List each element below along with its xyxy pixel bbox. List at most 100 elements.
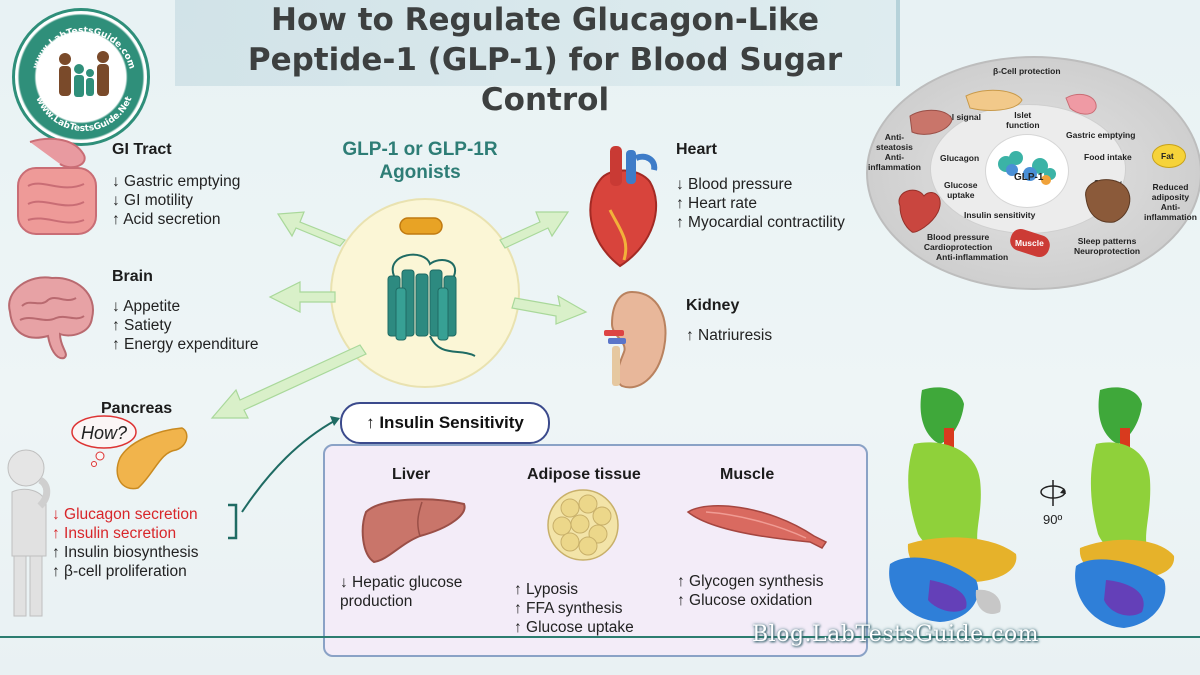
heart-title: Heart: [676, 141, 717, 158]
adipose-effect-3: ↑ Glucose uptake: [514, 619, 634, 636]
kidney-effect-1: ↑ Natriuresis: [686, 327, 773, 344]
liver-title: Liver: [392, 466, 431, 483]
overview-insulin-sensitivity: Insulin sensitivity: [964, 210, 1036, 220]
heart-effect-3: ↑ Myocardial contractility: [676, 214, 845, 231]
footer-line: [0, 636, 1200, 638]
pancreas-effects: ↓ Glucagon secretion ↑ Insulin secretion…: [52, 505, 198, 581]
gi-tract-effects: ↓ Gastric emptying ↓ GI motility ↑ Acid …: [112, 172, 240, 229]
overview-anti-steatosis-1: Anti-: [884, 132, 905, 142]
liver-effect-2: production: [340, 593, 413, 610]
overview-sleep: Sleep patterns Neuroprotection: [1074, 236, 1140, 256]
overview-reduced-1: Reduced: [1152, 182, 1189, 192]
pancreas-effect-1: ↓ Glucagon secretion: [52, 506, 198, 523]
brain-effects: ↓ Appetite ↑ Satiety ↑ Energy expenditur…: [112, 297, 258, 354]
arrow-to-kidney: [511, 294, 588, 325]
kidney-icon: [604, 290, 667, 389]
overview-beta-cell: β-Cell protection: [993, 66, 1061, 76]
fat-blob-icon: [1152, 144, 1186, 168]
arrow-to-gi: [276, 211, 346, 247]
thought-bubble-icon: [71, 415, 137, 449]
overview-sleep-2: Neuroprotection: [1074, 246, 1141, 256]
gi-effect-2: ↓ GI motility: [112, 192, 193, 209]
overview-sleep-1: Sleep patterns: [1077, 236, 1137, 246]
arrow-to-brain: [268, 281, 336, 313]
overview-glucose-uptake: Glucose uptake: [944, 180, 978, 200]
overview-reduced-4: inflammation: [1144, 212, 1197, 222]
pancreas-title: Pancreas: [101, 400, 173, 417]
overview-glucagon: Glucagon: [940, 153, 980, 163]
overview-blood-pressure-2: Cardioprotection: [923, 242, 993, 252]
site-logo: www.LabTestsGuide.com www.LabTestsGuide.…: [12, 8, 150, 146]
overview-fat: Fat: [1161, 151, 1174, 161]
overview-blood-pressure-3: Anti-inflammation: [936, 252, 1009, 262]
brain-effect-3: ↑ Energy expenditure: [112, 336, 259, 353]
muscle-icon: [686, 505, 828, 549]
agonist-label-line2: Agonists: [379, 162, 461, 183]
overview-anti-steatosis: Anti- steatosis Anti- inflammation: [868, 132, 921, 172]
pancreas-effect-4: ↑ β-cell proliferation: [52, 563, 187, 580]
overview-anti-steatosis-4: inflammation: [868, 162, 921, 172]
adipose-effects: ↑ Lyposis ↑ FFA synthesis ↑ Glucose upta…: [514, 580, 634, 637]
overview-glucose-uptake-2: uptake: [947, 190, 975, 200]
agonist-label-line1: GLP-1 or GLP-1R: [342, 139, 498, 160]
thinking-figure-icon: [7, 449, 51, 617]
overview-islet-2: function: [1006, 120, 1040, 130]
overview-reduced-2: adiposity: [1151, 192, 1190, 202]
overview-anti-steatosis-2: steatosis: [876, 142, 913, 152]
arrow-to-pancreas: [210, 344, 367, 419]
muscle-effect-2: ↑ Glucose oxidation: [677, 592, 813, 609]
kidney-effects: ↑ Natriuresis: [686, 326, 772, 345]
pancreas-effect-3: ↑ Insulin biosynthesis: [52, 544, 199, 561]
overview-islet-1: Islet: [1014, 110, 1032, 120]
adipose-effect-1: ↑ Lyposis: [514, 581, 579, 598]
watermark: Blog.LabTestsGuide.com: [752, 622, 1040, 647]
brain-effect-1: ↓ Appetite: [112, 298, 181, 315]
muscle-title: Muscle: [720, 466, 775, 483]
overview-blood-pressure-1: Blood pressure: [926, 232, 990, 242]
liver-icon: [361, 498, 466, 564]
thought-text: How?: [81, 423, 127, 443]
gi-effect-3: ↑ Acid secretion: [112, 211, 221, 228]
rotation-label: 90º: [1043, 512, 1063, 527]
gi-tract-title: GI Tract: [112, 141, 172, 158]
brain-icon: [8, 276, 94, 360]
agonist-label: GLP-1 or GLP-1R Agonists: [300, 138, 540, 184]
overview-reduced-3: Anti-: [1160, 202, 1181, 212]
receptor-icon: [387, 217, 476, 357]
overview-islet: Islet function: [1006, 110, 1040, 130]
overview-blood-pressure: Blood pressure Cardioprotection Anti-inf…: [908, 232, 1008, 262]
insulin-sensitivity-label: ↑ Insulin Sensitivity: [340, 402, 550, 444]
family-logo-icon: www.LabTestsGuide.com www.LabTestsGuide.…: [31, 26, 136, 134]
heart-effects: ↓ Blood pressure ↑ Heart rate ↑ Myocardi…: [676, 175, 845, 232]
liver-effects: ↓ Hepatic glucose production: [340, 573, 462, 611]
receptor-structure-icon: [889, 387, 1175, 628]
gi-tract-icon: [17, 137, 97, 235]
pancreas-icon: How?: [71, 415, 188, 490]
page-title: How to Regulate Glucagon-Like Peptide-1 …: [247, 2, 843, 118]
glp1-molecule-icon: [998, 151, 1056, 185]
overview-anti-steatosis-3: Anti-: [884, 152, 905, 162]
overview-food-intake: Food intake: [1084, 152, 1132, 162]
overview-portal: Portal signal: [930, 112, 982, 122]
muscle-effect-1: ↑ Glycogen synthesis: [677, 573, 824, 590]
overview-muscle: Muscle: [1015, 238, 1044, 248]
heart-effect-1: ↓ Blood pressure: [676, 176, 793, 193]
overview-organ-icons: [898, 89, 1131, 233]
overview-core-label: GLP-1: [1014, 172, 1044, 183]
liver-effect-1: ↓ Hepatic glucose: [340, 574, 463, 591]
heart-effect-2: ↑ Heart rate: [676, 195, 757, 212]
gi-effect-1: ↓ Gastric emptying: [112, 173, 241, 190]
arrow-to-heart: [499, 211, 570, 249]
muscle-effects: ↑ Glycogen synthesis ↑ Glucose oxidation: [677, 572, 823, 610]
adipose-icon: [547, 489, 619, 561]
adipose-effect-2: ↑ FFA synthesis: [514, 600, 623, 617]
adipose-title: Adipose tissue: [527, 466, 641, 483]
kidney-title: Kidney: [686, 297, 740, 314]
brain-title: Brain: [112, 268, 153, 285]
title-band: [175, 0, 900, 86]
overview-glucose-uptake-1: Glucose: [944, 180, 978, 190]
overview-gastric: Gastric emptying: [1066, 130, 1136, 140]
overview-reduced: Reduced adiposity Anti- inflammation: [1144, 182, 1197, 222]
pancreas-effect-2: ↑ Insulin secretion: [52, 525, 177, 542]
